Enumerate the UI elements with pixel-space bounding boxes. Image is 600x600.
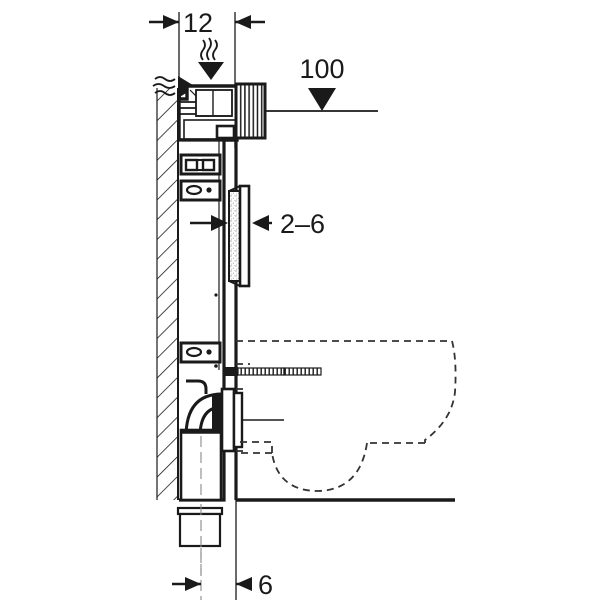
dimension-arrow-left (185, 577, 201, 591)
dimension-12-group: 12 (149, 8, 265, 148)
wc-bowl-outline (236, 340, 457, 492)
threaded-wall-bolt (224, 367, 322, 376)
dimension-arrow-right (252, 215, 269, 231)
waste-connection-pipe (179, 428, 223, 502)
dimension-100-group: 100 (299, 54, 345, 111)
wavy-arrow-down-icon (198, 37, 224, 80)
corrugated-duct (234, 82, 267, 140)
dimension-label-100: 100 (299, 54, 344, 84)
level-triangle-icon (308, 88, 336, 111)
dimension-arrow-right (235, 15, 251, 29)
dimension-6-group: 6 (172, 500, 273, 600)
structural-wall (156, 88, 181, 500)
actuator-plate (228, 184, 251, 288)
dimension-label-6: 6 (258, 570, 273, 600)
lower-fixing-plate (179, 341, 222, 368)
upper-mounting-bracket (179, 153, 222, 176)
dimension-arrow-right (236, 577, 252, 591)
dimension-label-12: 12 (183, 8, 213, 38)
odour-extraction-unit (177, 84, 239, 142)
waste-pipe-socket (176, 504, 224, 576)
wc-outlet-collar (220, 387, 284, 453)
dimension-arrow-left (211, 215, 228, 231)
mid-fixing-plate (179, 179, 222, 202)
dimension-arrow-left (163, 15, 179, 29)
dimension-label-2-6: 2–6 (280, 209, 325, 239)
dimension-2-6-group: 2–6 (190, 209, 325, 239)
